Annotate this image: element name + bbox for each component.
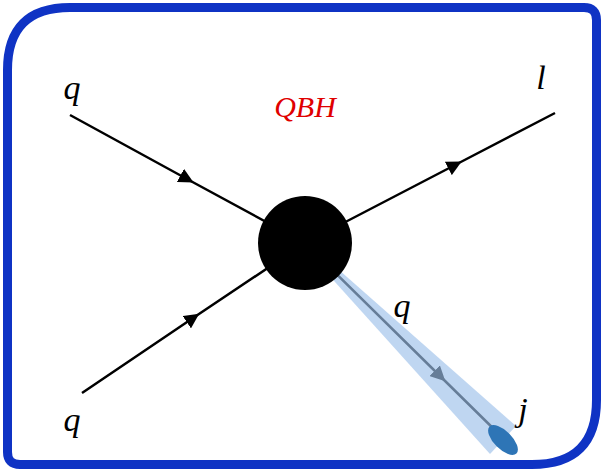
particle-label: q xyxy=(64,71,81,105)
node-heading: QBH xyxy=(274,92,336,122)
jet-cone xyxy=(326,262,516,454)
particle-label: l xyxy=(536,61,545,95)
circle-fill xyxy=(258,196,352,290)
frame xyxy=(8,8,597,465)
particle-label: q xyxy=(394,289,411,323)
particle-label: q xyxy=(64,403,81,437)
jet-cone-end xyxy=(483,420,523,460)
particle-label: j xyxy=(518,393,527,427)
circle-shape xyxy=(258,196,352,290)
black-hole-circle: QBH xyxy=(258,196,352,290)
